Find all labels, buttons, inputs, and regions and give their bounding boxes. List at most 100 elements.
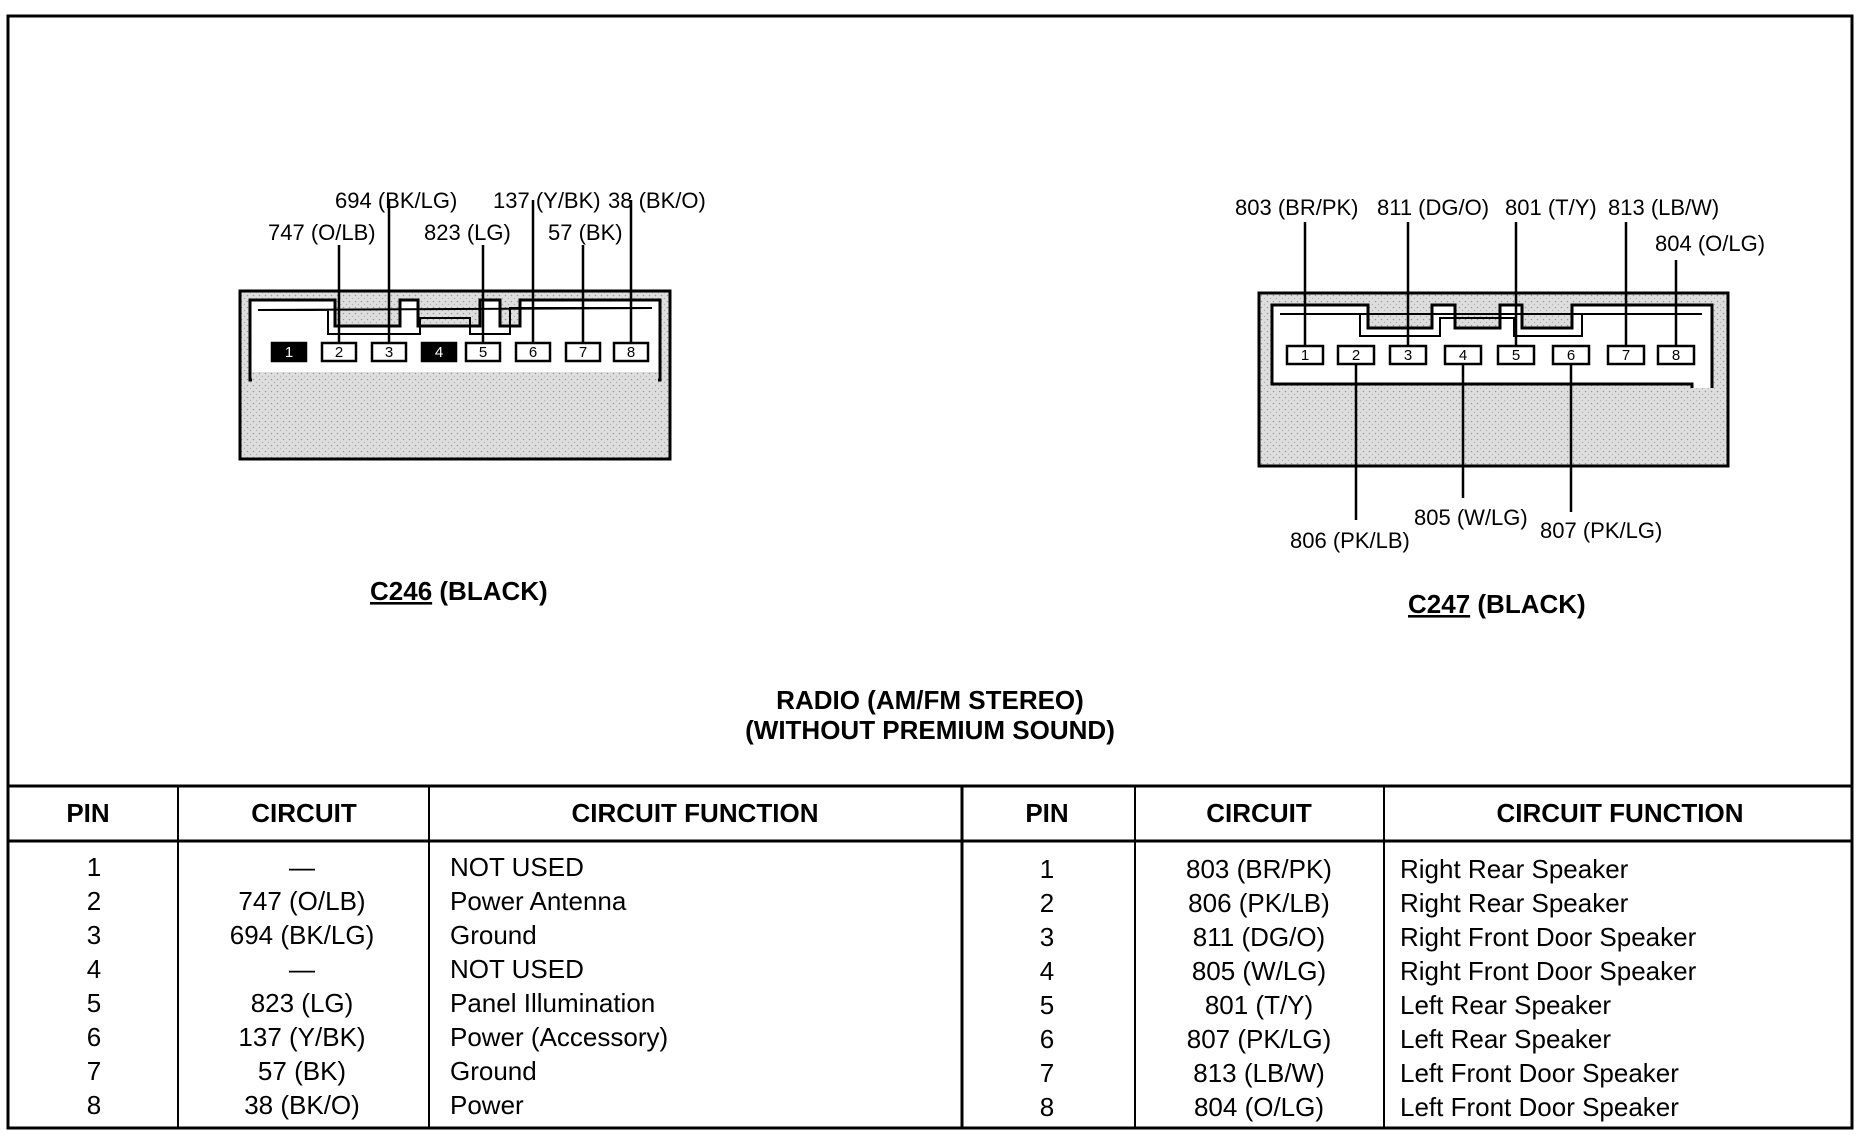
c247-wires: [1303, 222, 1678, 520]
c246-pin-number: 3: [385, 344, 393, 361]
table-cell-circuit: 823 (LG): [251, 988, 354, 1018]
table-cell-pin: 3: [87, 920, 101, 950]
c246-id: C246: [370, 576, 432, 606]
c246-title: C246 (BLACK): [370, 576, 548, 606]
table-header-circuit: CIRCUIT: [251, 798, 357, 828]
table-cell-pin: 2: [1040, 888, 1054, 918]
c246-wires: [337, 200, 633, 343]
table-cell-circuit: 57 (BK): [258, 1056, 346, 1086]
table-header-circuit-function: CIRCUIT FUNCTION: [572, 798, 819, 828]
table-cell-function: Right Rear Speaker: [1400, 854, 1629, 884]
table-cell-circuit: 803 (BR/PK): [1186, 854, 1332, 884]
table-cell-function: Left Front Door Speaker: [1400, 1092, 1679, 1122]
c247-color: (BLACK): [1477, 589, 1585, 619]
c247-wire-label-p8: 804 (O/LG): [1655, 231, 1765, 256]
c246-wire-label-p7: 57 (BK): [548, 220, 623, 245]
c247-id: C247: [1408, 589, 1470, 619]
c247-title: C247 (BLACK): [1408, 589, 1586, 619]
c247-wire-label-p2: 806 (PK/LB): [1290, 528, 1410, 553]
table-cell-pin: 1: [87, 852, 101, 882]
table-cell-function: NOT USED: [450, 954, 584, 984]
table-header-circuit: CIRCUIT: [1206, 798, 1312, 828]
c247-wire-label-p4: 805 (W/LG): [1414, 505, 1528, 530]
c246-pin-number: 8: [627, 344, 635, 361]
c247-wire-label-p1: 803 (BR/PK): [1235, 195, 1359, 220]
c246-pin-4: [420, 341, 458, 363]
table-header-circuit-function: CIRCUIT FUNCTION: [1497, 798, 1744, 828]
table-cell-circuit: 694 (BK/LG): [230, 920, 375, 950]
table-cell-pin: 1: [1040, 854, 1054, 884]
table-cell-pin: 8: [1040, 1092, 1054, 1122]
table-cell-circuit: 137 (Y/BK): [238, 1022, 365, 1052]
c247-pin-number: 2: [1352, 347, 1360, 364]
table-cell-circuit: 38 (BK/O): [244, 1090, 360, 1120]
c246-pin-number: 7: [579, 344, 587, 361]
table-cell-function: Left Rear Speaker: [1400, 990, 1611, 1020]
table-cell-pin: 5: [1040, 990, 1054, 1020]
table-rows: 1 — NOT USED 2 747 (O/LB) Power Antenna 3 694 (…: [87, 852, 1697, 1122]
c247-inner-outline: [1280, 313, 1702, 337]
table-cell-pin: 4: [1040, 956, 1054, 986]
pin-table: PIN CIRCUIT CIRCUIT FUNCTION PIN CIRCUIT…: [8, 784, 1852, 1128]
table-header-pin: PIN: [1025, 798, 1068, 828]
table-cell-pin: 2: [87, 886, 101, 916]
c247-pin-number: 4: [1459, 347, 1467, 364]
table-cell-function: Right Front Door Speaker: [1400, 922, 1697, 952]
c247-wire-label-p5: 801 (T/Y): [1505, 195, 1597, 220]
table-cell-circuit: 813 (LB/W): [1193, 1058, 1325, 1088]
table-cell-function: Power: [450, 1090, 524, 1120]
table-cell-function: Ground: [450, 920, 537, 950]
table-cell-function: Ground: [450, 1056, 537, 1086]
c247-wire-label-p3: 811 (DG/O): [1377, 195, 1489, 220]
c246-inner-outline: [257, 307, 653, 335]
table-cell-pin: 3: [1040, 922, 1054, 952]
table-cell-pin: 8: [87, 1090, 101, 1120]
table-cell-pin: 5: [87, 988, 101, 1018]
c246-wire-label-p6: 137 (Y/BK): [493, 188, 601, 213]
table-header-pin: PIN: [66, 798, 109, 828]
table-cell-circuit: 807 (PK/LG): [1187, 1024, 1332, 1054]
c247-pin-number: 6: [1567, 347, 1575, 364]
table-cell-pin: 6: [87, 1022, 101, 1052]
table-cell-circuit: —: [289, 954, 315, 984]
c246-pin-number: 6: [529, 344, 537, 361]
table-cell-function: Power Antenna: [450, 886, 627, 916]
c246-wire-label-p8: 38 (BK/O): [608, 188, 706, 213]
table-cell-function: Right Front Door Speaker: [1400, 956, 1697, 986]
table-cell-circuit: 804 (O/LG): [1194, 1092, 1324, 1122]
table-cell-function: Left Front Door Speaker: [1400, 1058, 1679, 1088]
c247-pin-number: 5: [1512, 347, 1520, 364]
c247-wire-label-p7: 813 (LB/W): [1608, 195, 1719, 220]
c247-pin-number: 3: [1404, 347, 1412, 364]
c247-pin-number: 8: [1672, 347, 1680, 364]
c246-pin-1: [270, 341, 308, 363]
table-cell-circuit: 806 (PK/LB): [1188, 888, 1330, 918]
table-cell-pin: 7: [1040, 1058, 1054, 1088]
radio-title-line2: (WITHOUT PREMIUM SOUND): [745, 715, 1115, 745]
radio-title-line1: RADIO (AM/FM STEREO): [776, 685, 1084, 715]
c247-pin-number: 1: [1301, 347, 1309, 364]
c247-wire-label-p6: 807 (PK/LG): [1540, 518, 1662, 543]
c246-color: (BLACK): [439, 576, 547, 606]
table-cell-circuit: 811 (DG/O): [1193, 922, 1325, 952]
c246-wire-label-p5: 823 (LG): [424, 220, 511, 245]
table-cell-function: Panel Illumination: [450, 988, 655, 1018]
table-cell-pin: 4: [87, 954, 101, 984]
table-cell-circuit: —: [289, 852, 315, 882]
c246-pin-number: 4: [435, 344, 443, 361]
table-cell-circuit: 805 (W/LG): [1192, 956, 1326, 986]
table-cell-circuit: 747 (O/LB): [238, 886, 365, 916]
table-cell-function: Left Rear Speaker: [1400, 1024, 1611, 1054]
table-cell-function: Power (Accessory): [450, 1022, 668, 1052]
table-cell-function: Right Rear Speaker: [1400, 888, 1629, 918]
page-border: [6, 14, 1854, 1130]
table-cell-function: NOT USED: [450, 852, 584, 882]
table-cell-pin: 7: [87, 1056, 101, 1086]
c246-wire-label-p3: 694 (BK/LG): [335, 188, 457, 213]
c246-wire-label-p2: 747 (O/LB): [268, 220, 376, 245]
